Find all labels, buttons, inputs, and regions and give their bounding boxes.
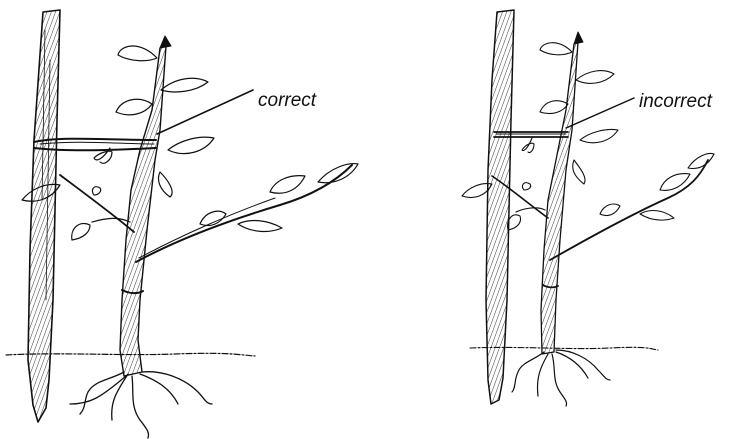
stake-right	[486, 10, 514, 404]
label-incorrect: incorrect	[639, 91, 712, 113]
pointer-incorrect	[566, 98, 634, 128]
tree-trunk	[60, 36, 352, 376]
roots-right	[512, 350, 610, 406]
tree-trunk-right	[492, 32, 708, 354]
label-correct: correct	[258, 90, 316, 112]
stake	[28, 10, 60, 422]
pointer-correct	[157, 90, 253, 134]
incorrect-example	[462, 10, 714, 406]
leaves	[22, 46, 358, 240]
correct-example	[6, 10, 358, 438]
roots	[70, 372, 212, 438]
